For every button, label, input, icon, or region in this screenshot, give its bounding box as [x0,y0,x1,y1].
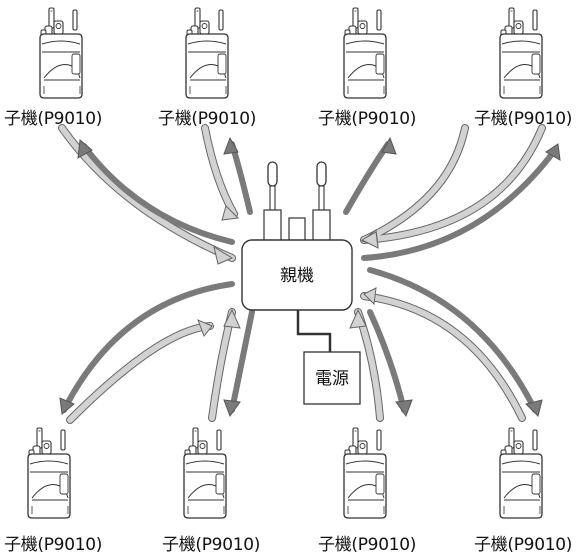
handset-icon [343,7,387,99]
handset-icon [185,7,229,99]
handset-label: 子機(P9010) [4,109,103,129]
handset-icon [499,7,543,99]
hub-label: 親機 [280,266,314,286]
handset-label: 子機(P9010) [474,109,573,129]
handset-icon [183,427,227,519]
handset-label: 子機(P9010) [318,109,417,129]
handset-label: 子機(P9010) [162,535,261,555]
arrow-group [58,124,561,424]
hub-unit [241,161,353,352]
handset-icon [27,427,71,519]
handset-label: 子機(P9010) [158,109,257,129]
power-label: 電源 [315,369,349,389]
power-box [303,351,361,405]
handset-label: 子機(P9010) [474,535,573,555]
handset-icon [499,427,543,519]
handset-icon [343,427,387,519]
handset-label: 子機(P9010) [318,535,417,555]
handset-label: 子機(P9010) [4,535,103,555]
handset-icon [39,7,83,99]
